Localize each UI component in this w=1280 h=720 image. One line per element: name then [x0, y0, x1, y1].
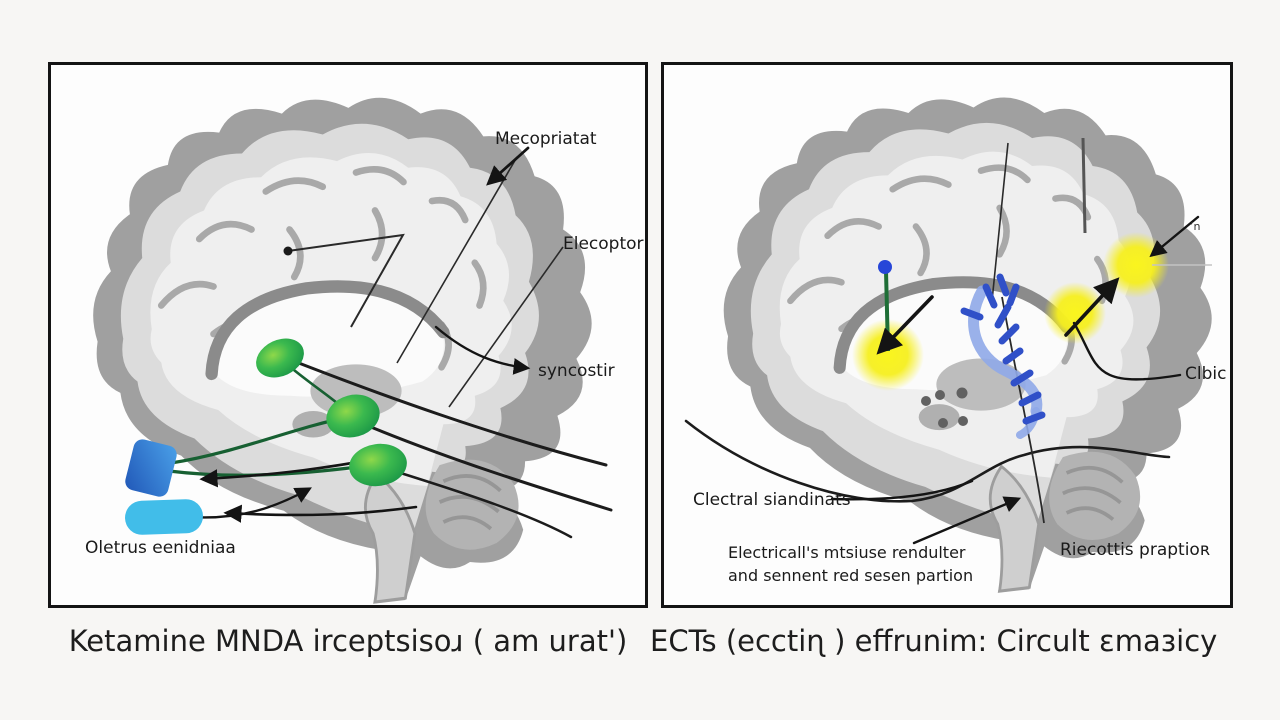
right-caption: ECTs (ecctiɳ ) effrunim: Circult ɛmaɜicy: [650, 624, 1218, 658]
electrical-stimulus-line2: and sennent red sesen partion: [728, 566, 974, 585]
stimulation-glows: [852, 232, 1169, 391]
electrical-stimulus-line1: Electricall's mtsiuse rendulter: [728, 543, 966, 562]
oletrus-label: Oletrus eenidniaa: [85, 538, 236, 558]
tiny-label: ʼn: [1190, 220, 1201, 233]
right-panel: Clectral siandinats Electricall's mtsius…: [661, 62, 1233, 608]
right-brain-diagram: [684, 65, 1230, 605]
syncostir-label: syncostir: [538, 361, 615, 381]
left-panel: Mecopriatat Elecoptor syncostir Oletrus …: [48, 62, 648, 608]
ketamine-molecules: [125, 439, 203, 535]
mecopriatat-label: Mecopriatat: [495, 129, 597, 149]
left-caption: Ketamine MNDA irceptsisoɹ ( am urat'): [68, 624, 628, 658]
clbic-label: Clbic: [1185, 364, 1227, 384]
left-brain-diagram: [51, 65, 613, 605]
elecoptor-label: Elecoptor: [563, 234, 644, 254]
clectral-label: Clectral siandinats: [693, 490, 851, 510]
green-neurons: [256, 338, 407, 487]
nuclei-dots: [921, 387, 968, 428]
hippocampus-squiggle: [960, 273, 1046, 439]
electrical-stimulus-label: Electricall's mtsiuse rendulter and senn…: [728, 541, 973, 587]
riecottis-label: Riecottis praptioʀ: [1060, 540, 1211, 560]
